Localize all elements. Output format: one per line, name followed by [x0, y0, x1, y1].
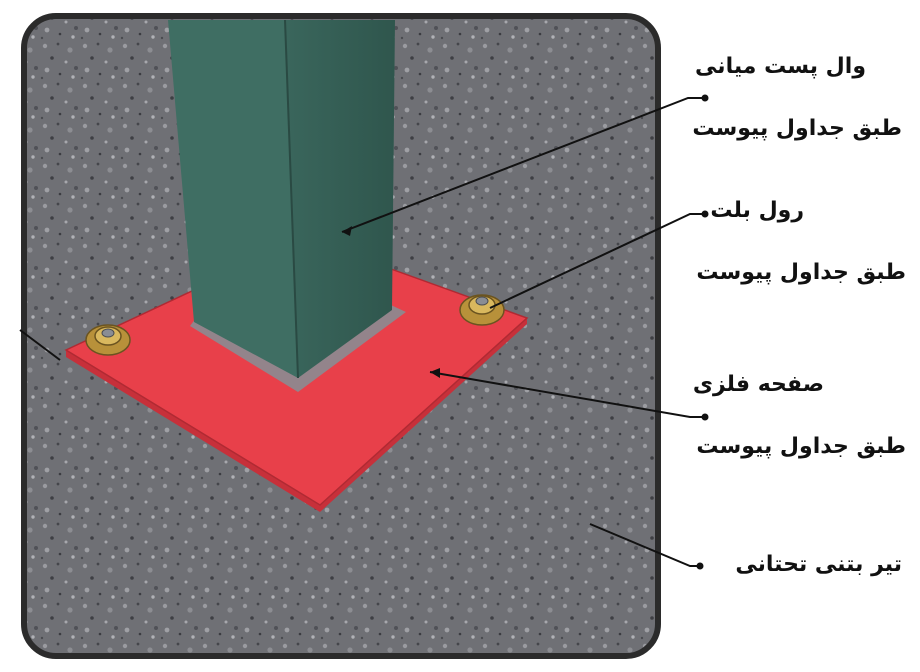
label-post-title: وال پست میانی: [695, 54, 866, 79]
label-bolt-title: رول بلت: [710, 198, 804, 223]
label-beam-title: تیر بتنی تحتانی: [735, 552, 902, 577]
bolt-left: [86, 325, 130, 355]
label-plate-reference: طبق جداول پیوست: [696, 434, 906, 459]
label-post-reference: طبق جداول پیوست: [692, 116, 902, 141]
label-bolt-reference: طبق جداول پیوست: [696, 260, 906, 285]
label-plate-title: صفحه فلزی: [693, 372, 824, 397]
bolt-right: [460, 295, 504, 325]
